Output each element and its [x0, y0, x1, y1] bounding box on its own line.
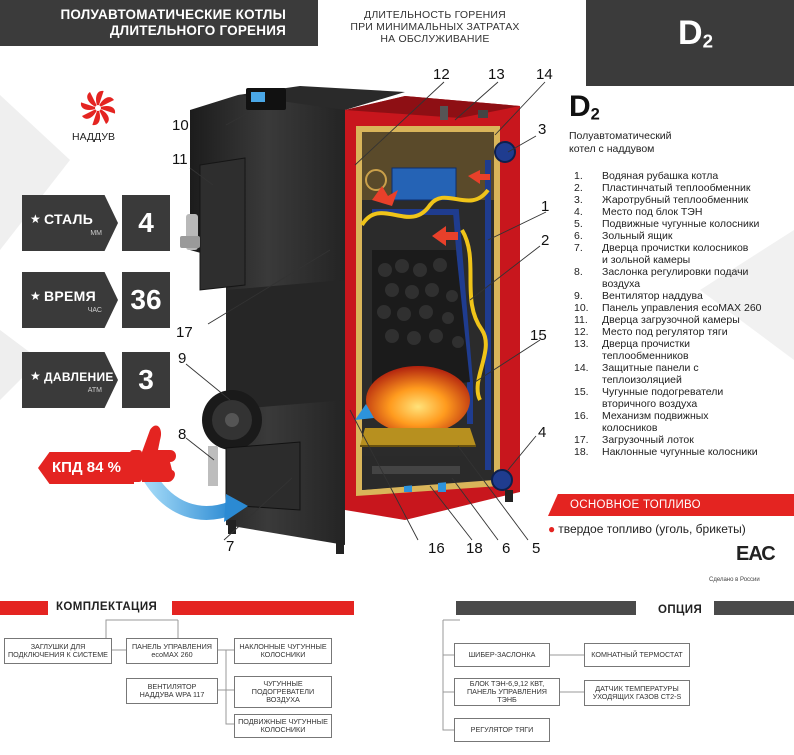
callout-number: 3: [538, 121, 547, 138]
eac-mark: ЕАС: [736, 543, 776, 565]
legend-item: 8.Заслонка регулировки подачи: [574, 266, 749, 278]
legend-item: 1.Водяная рубашка котла: [574, 170, 719, 182]
legend-item: 15.Чугунные подогреватели: [574, 386, 724, 398]
kit-item: ПАНЕЛЬ УПРАВЛЕНИЯ ecoMAX 260: [126, 638, 218, 664]
legend-item: 17.Загрузочный лоток: [574, 434, 694, 446]
boiler-description-line2: котел с наддувом: [569, 143, 655, 155]
legend-item: 10.Панель управления ecoMAX 260: [574, 302, 762, 314]
spec-steel-value: 4: [122, 195, 170, 251]
kit-title: КОМПЛЕКТАЦИЯ: [56, 601, 158, 613]
callout-number: 15: [530, 327, 547, 344]
callout-number: 2: [541, 232, 550, 249]
spec-pressure: ★ ДАВЛЕНИЕ АТМ 3: [22, 352, 170, 408]
legend-item: воздуха: [602, 278, 641, 290]
option-item: РЕГУЛЯТОР ТЯГИ: [454, 718, 550, 742]
spec-time-value: 36: [122, 272, 170, 328]
legend-item: 7.Дверца прочистки колосников: [574, 242, 749, 254]
callout-number: 10: [172, 117, 189, 134]
legend-item: теплоизоляцией: [602, 374, 682, 386]
main-fuel-item: ●твердое топливо (уголь, брикеты): [548, 522, 746, 536]
header-logo-block: [586, 0, 794, 86]
kit-item: ПОДВИЖНЫЕ ЧУГУННЫЕ КОЛОСНИКИ: [234, 714, 332, 738]
kit-item: ЧУГУННЫЕ ПОДОГРЕВАТЕЛИ ВОЗДУХА: [234, 676, 332, 708]
boiler-cutaway-illustration: [0, 81, 794, 554]
brand-logo-description: D2: [569, 90, 600, 124]
callout-number: 16: [428, 540, 445, 557]
star-icon: ★: [30, 289, 41, 303]
legend-item: 18.Наклонные чугунные колосники: [574, 446, 758, 458]
callout-number: 1: [541, 198, 550, 215]
options-title: ОПЦИЯ: [658, 604, 703, 616]
option-item: ДАТЧИК ТЕМПЕРАТУРЫ УХОДЯЩИХ ГАЗОВ СТ2-S: [584, 680, 690, 706]
callout-number: 12: [433, 66, 450, 83]
option-item: КОМНАТНЫЙ ТЕРМОСТАТ: [584, 643, 690, 667]
legend-item: 12.Место под регулятор тяги: [574, 326, 728, 338]
legend-item: 6.Зольный ящик: [574, 230, 673, 242]
callout-number: 8: [178, 426, 187, 443]
callout-number: 13: [488, 66, 505, 83]
callout-number: 4: [538, 424, 547, 441]
fan-label: НАДДУВ: [72, 131, 115, 143]
header-title-line1: ПОЛУАВТОМАТИЧЕСКИЕ КОТЛЫ: [60, 7, 286, 22]
spec-time: ★ ВРЕМЯ ЧАС 36: [22, 272, 170, 328]
star-icon: ★: [30, 369, 41, 383]
legend-item: 13.Дверца прочистки: [574, 338, 691, 350]
callout-number: 5: [532, 540, 541, 557]
option-item: ШИБЕР-ЗАСЛОНКА: [454, 643, 550, 667]
brand-logo-header: D2: [678, 14, 713, 52]
spec-steel-label: ★ СТАЛЬ ММ: [22, 195, 118, 251]
option-item: БЛОК ТЭН-6,9,12 КВТ, ПАНЕЛЬ УПРАВЛЕНИЯ Т…: [454, 678, 560, 706]
header-title-line2: ДЛИТЕЛЬНОГО ГОРЕНИЯ: [109, 23, 286, 38]
callout-number: 11: [172, 151, 188, 168]
efficiency-badge: КПД 84 %: [38, 452, 134, 484]
legend-item: 2.Пластинчатый теплообменник: [574, 182, 751, 194]
options-bar-left: [456, 601, 636, 615]
connector-lines: [105, 619, 584, 731]
header-subtitle-line1: ДЛИТЕЛЬНОСТЬ ГОРЕНИЯ: [364, 9, 506, 21]
spec-pressure-value: 3: [122, 352, 170, 408]
made-in-russia-caption: Сделано в России: [709, 577, 760, 583]
legend-item: 4.Место под блок ТЭН: [574, 206, 703, 218]
star-icon: ★: [30, 212, 41, 226]
main-fuel-title: ОСНОВНОЕ ТОПЛИВО: [548, 494, 794, 516]
spec-steel: ★ СТАЛЬ ММ 4: [22, 195, 170, 251]
legend-item: и зольной камеры: [602, 254, 691, 266]
kit-item: ЗАГЛУШКИ ДЛЯ ПОДКЛЮЧЕНИЯ К СИСТЕМЕ: [4, 638, 112, 664]
boiler-description-line1: Полуавтоматический: [569, 130, 672, 142]
header-subtitle-line3: НА ОБСЛУЖИВАНИЕ: [380, 33, 490, 45]
callout-number: 9: [178, 350, 187, 367]
callout-number: 7: [226, 538, 235, 555]
kit-item: ВЕНТИЛЯТОР НАДДУВА WPA 117: [126, 678, 218, 704]
options-bar-right: [714, 601, 794, 615]
spec-pressure-label: ★ ДАВЛЕНИЕ АТМ: [22, 352, 118, 408]
kit-bar-left: [0, 601, 48, 615]
spec-time-label: ★ ВРЕМЯ ЧАС: [22, 272, 118, 328]
kit-item: НАКЛОННЫЕ ЧУГУННЫЕ КОЛОСНИКИ: [234, 638, 332, 664]
callout-number: 17: [176, 324, 193, 341]
legend-item: 16.Механизм подвижных: [574, 410, 709, 422]
legend-item: 3.Жаротрубный теплообменник: [574, 194, 749, 206]
legend-item: теплообменников: [602, 350, 689, 362]
legend-item: 14.Защитные панели с: [574, 362, 699, 374]
bullet-icon: ●: [548, 522, 556, 536]
callout-number: 18: [466, 540, 483, 557]
callout-number: 6: [502, 540, 511, 557]
components-legend: 1.Водяная рубашка котла 2.Пластинчатый т…: [574, 170, 790, 458]
callout-number: 14: [536, 66, 553, 83]
legend-item: 11.Дверца загрузочной камеры: [574, 314, 740, 326]
fan-icon: [80, 90, 116, 126]
legend-item: 5.Подвижные чугунные колосники: [574, 218, 760, 230]
legend-item: 9.Вентилятор наддува: [574, 290, 703, 302]
header-subtitle-line2: ПРИ МИНИМАЛЬНЫХ ЗАТРАТАХ: [350, 21, 520, 33]
legend-item: колосников: [602, 422, 658, 434]
legend-item: вторичного воздуха: [602, 398, 698, 410]
header-title-block: ПОЛУАВТОМАТИЧЕСКИЕ КОТЛЫ ДЛИТЕЛЬНОГО ГОР…: [0, 0, 318, 46]
kit-bar-right: [172, 601, 354, 615]
